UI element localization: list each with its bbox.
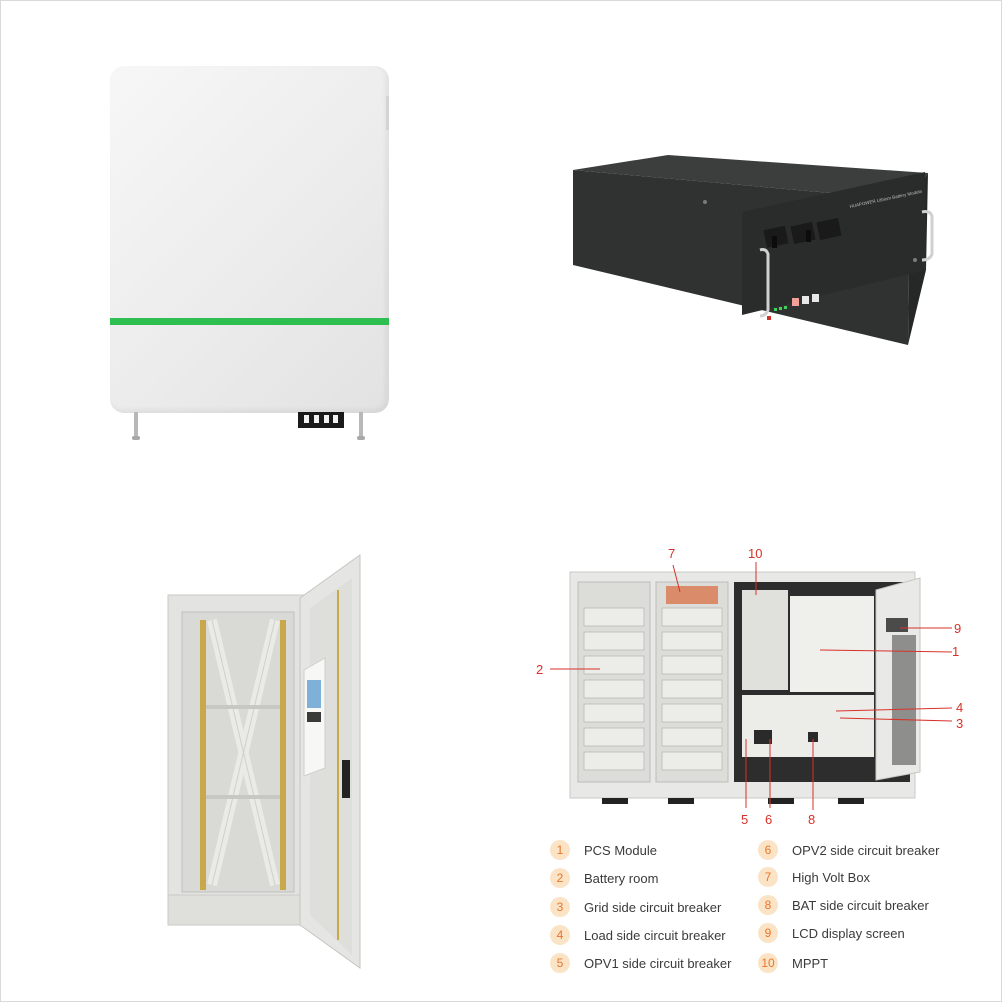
legend-label: OPV2 side circuit breaker: [792, 842, 940, 858]
legend-label: PCS Module: [584, 842, 657, 858]
cabinet-rail-right: [280, 620, 286, 890]
legend-number-badge: 3: [550, 897, 570, 917]
callout-9: 9: [954, 621, 962, 636]
wall-battery-body: [110, 66, 389, 413]
callout-8: 8: [808, 812, 816, 827]
rack-battery-top: [573, 155, 928, 200]
legend-label: Battery room: [584, 870, 659, 886]
callout-6: 6: [765, 812, 773, 827]
legend-item: 5 OPV1 side circuit breaker: [550, 950, 731, 976]
legend-label: MPPT: [792, 955, 829, 971]
legend-label: BAT side circuit breaker: [792, 897, 929, 913]
legend-number-badge: 1: [550, 840, 570, 860]
callout-2: 2: [536, 662, 544, 677]
rack-handle-right: [921, 210, 934, 262]
legend-item: 3 Grid side circuit breaker: [550, 894, 721, 920]
legend-number-badge: 10: [758, 953, 778, 973]
wall-battery-side-button: [386, 96, 389, 130]
legend-number-badge: 4: [550, 925, 570, 945]
ess-pcs-module: [790, 596, 874, 692]
legend-item: 7 High Volt Box: [758, 864, 870, 890]
callout-3: 3: [956, 716, 964, 731]
legend-number-badge: 6: [758, 840, 778, 860]
rack-handle-left: [759, 248, 770, 318]
callout-10: 10: [748, 546, 763, 561]
legend-item: 6 OPV2 side circuit breaker: [758, 837, 939, 863]
wall-battery-leg-left: [134, 412, 138, 440]
callout-1: 1: [952, 644, 960, 659]
wall-battery-foot-left: [132, 436, 140, 440]
legend-item: 2 Battery room: [550, 865, 658, 891]
legend-label: Grid side circuit breaker: [584, 899, 722, 915]
legend-number-badge: 9: [758, 923, 778, 943]
legend-number-badge: 7: [758, 867, 778, 887]
legend-label: Load side circuit breaker: [584, 927, 726, 943]
legend-number-badge: 8: [758, 895, 778, 915]
ess-high-volt-box: [666, 586, 718, 604]
legend-number-badge: 2: [550, 868, 570, 888]
cabinet-rail-left: [200, 620, 206, 890]
energy-storage-cabinet: [550, 562, 953, 810]
wall-battery-connector: [298, 412, 344, 428]
wall-battery-foot-right: [357, 436, 365, 440]
outdoor-cabinet: [167, 554, 361, 969]
legend-item: 9 LCD display screen: [758, 920, 905, 946]
ess-lcd-screen: [886, 618, 908, 632]
legend-item: 8 BAT side circuit breaker: [758, 892, 929, 918]
legend-label: High Volt Box: [792, 869, 871, 885]
legend-item: 4 Load side circuit breaker: [550, 922, 726, 948]
ess-breaker-panel: [742, 695, 874, 757]
legend-number-badge: 5: [550, 953, 570, 973]
legend-item: 1 PCS Module: [550, 837, 657, 863]
callout-5: 5: [741, 812, 749, 827]
callout-4: 4: [956, 700, 964, 715]
callout-7: 7: [668, 546, 676, 561]
rack-battery: HUAPOWER Lithium Battery Module: [573, 155, 934, 345]
legend-label: LCD display screen: [792, 925, 905, 941]
wall-battery-green-stripe: [110, 318, 389, 325]
cabinet-door-handle: [342, 760, 350, 798]
legend-label: OPV1 side circuit breaker: [584, 955, 732, 971]
legend-item: 10 MPPT: [758, 950, 828, 976]
wall-battery-leg-right: [359, 412, 363, 440]
